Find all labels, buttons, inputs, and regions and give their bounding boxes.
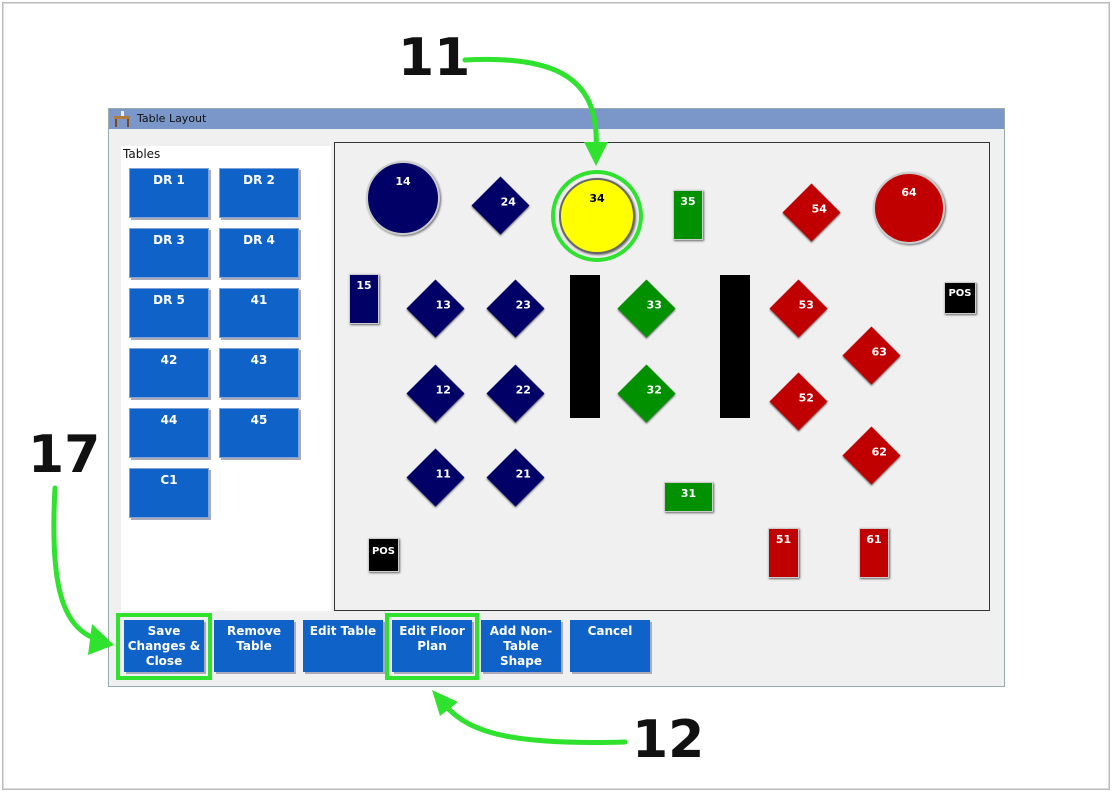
table-button-c1[interactable]: C1 (129, 468, 209, 518)
table-31[interactable]: 31 (664, 482, 713, 512)
arrowhead-11 (584, 142, 608, 166)
table-button-dr5[interactable]: DR 5 (129, 288, 209, 338)
cancel-button[interactable]: Cancel (570, 620, 650, 672)
arrowhead-17 (88, 624, 114, 655)
table-button-43[interactable]: 43 (219, 348, 299, 398)
remove-table-button[interactable]: Remove Table (214, 620, 294, 672)
tables-panel: Tables DR 1 DR 2 DR 3 DR 4 DR 5 41 42 43… (121, 146, 331, 611)
table-button-44[interactable]: 44 (129, 408, 209, 458)
table-34-selected[interactable]: 34 (559, 178, 635, 254)
table-64[interactable]: 64 (873, 172, 945, 244)
table-button-dr3[interactable]: DR 3 (129, 228, 209, 278)
callout-12: 12 (632, 710, 705, 770)
window-title: Table Layout (137, 112, 207, 125)
table-button-45[interactable]: 45 (219, 408, 299, 458)
highlight-edit-floor-button (385, 613, 479, 680)
wall-shape[interactable] (570, 275, 600, 418)
table-15[interactable]: 15 (349, 274, 379, 324)
table-button-dr2[interactable]: DR 2 (219, 168, 299, 218)
title-bar: Table Layout (109, 109, 1004, 129)
save-changes-close-button[interactable]: Save Changes & Close (124, 620, 204, 672)
table-button-41[interactable]: 41 (219, 288, 299, 338)
edit-floor-plan-button[interactable]: Edit Floor Plan (392, 620, 472, 672)
arrow-17 (51, 485, 103, 643)
edit-table-button[interactable]: Edit Table (303, 620, 383, 672)
table-button-dr1[interactable]: DR 1 (129, 168, 209, 218)
callout-17: 17 (28, 425, 101, 485)
table-icon (114, 111, 130, 127)
table-61[interactable]: 61 (859, 528, 889, 578)
table-button-dr4[interactable]: DR 4 (219, 228, 299, 278)
highlight-ring (551, 170, 643, 262)
table-51[interactable]: 51 (768, 528, 799, 578)
callout-11: 11 (398, 28, 471, 88)
arrow-11 (462, 56, 599, 153)
table-35[interactable]: 35 (673, 190, 703, 240)
pos-terminal[interactable]: POS (368, 538, 399, 572)
table-button-42[interactable]: 42 (129, 348, 209, 398)
wall-shape[interactable] (720, 275, 750, 418)
arrowhead-12 (432, 690, 458, 716)
table-14[interactable]: 14 (366, 161, 440, 235)
highlight-save-button (116, 613, 212, 680)
tables-label: Tables (123, 147, 161, 161)
arrow-12 (442, 702, 628, 745)
pos-terminal[interactable]: POS (944, 282, 976, 314)
table-layout-window: Table Layout Tables DR 1 DR 2 DR 3 DR 4 … (108, 108, 1005, 687)
add-non-table-shape-button[interactable]: Add Non-Table Shape (481, 620, 561, 672)
floor-plan: 14 24 34 35 54 64 15 13 23 12 22 11 21 3… (334, 142, 990, 611)
